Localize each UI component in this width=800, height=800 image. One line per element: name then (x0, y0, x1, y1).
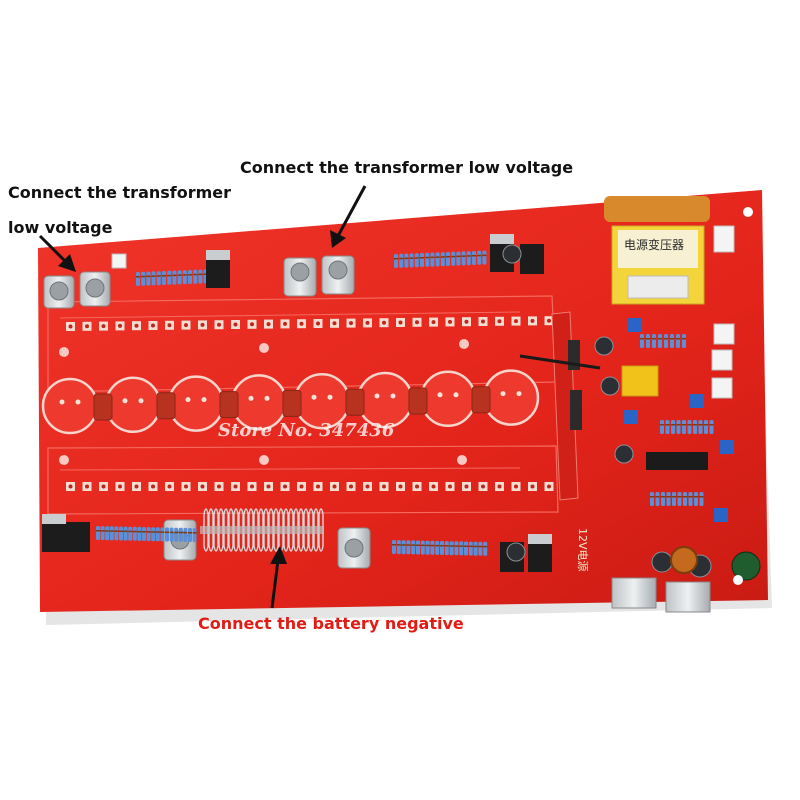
board-label: 12V电源 (576, 528, 589, 572)
toroid-inductor (670, 546, 698, 574)
annotation-bottom: Connect the battery negative (198, 614, 464, 633)
annotation-top: Connect the transformer low voltage (240, 158, 574, 177)
shunt-wires (200, 508, 324, 552)
capacitor-footprints (41, 369, 540, 435)
annotation-left-line2: low voltage (8, 218, 113, 237)
white-connectors (111, 225, 735, 399)
terminal-top-middle (283, 255, 355, 297)
ic-chip (646, 452, 708, 470)
power-transformer (604, 196, 710, 305)
annotation-left-line1: Connect the transformer (8, 183, 232, 202)
transistors (42, 234, 552, 572)
annotation-arrows (38, 185, 367, 609)
resistor-rows (96, 250, 714, 556)
electrolytic-capacitors (502, 244, 761, 581)
trimmer-pots (624, 318, 734, 522)
film-capacitors (93, 386, 491, 421)
yellow-relay (621, 365, 659, 397)
store-watermark: Store No. 347436 (218, 420, 395, 441)
mosfet-hole-rows (66, 316, 554, 491)
control-daughterboard (519, 311, 601, 501)
mounting-holes (59, 207, 753, 585)
terminal-top-left (43, 271, 111, 309)
transformer-label: 电源变压器 (624, 238, 685, 252)
